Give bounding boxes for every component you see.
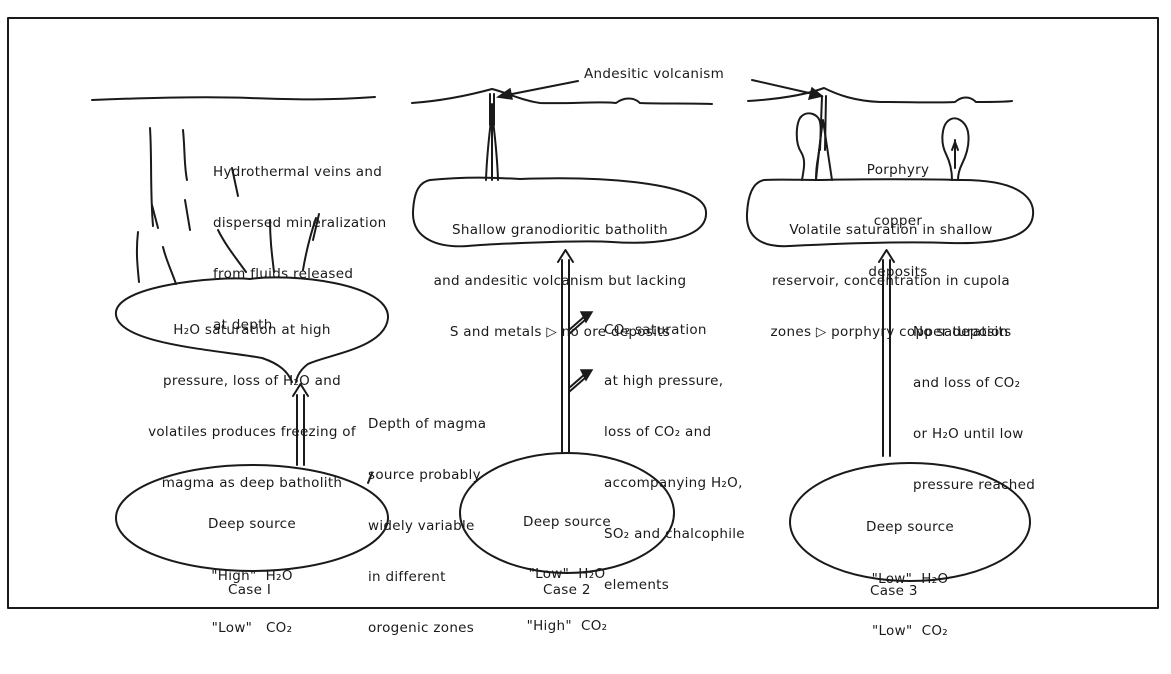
diagram-stage: Andesitic volcanism Hydrothermal veins a… xyxy=(7,17,1159,639)
case-1-source-text: Deep source "High" H₂O "Low" CO₂ xyxy=(208,516,296,636)
ground-surface-case-3 xyxy=(747,87,1013,104)
ground-surface-case-2 xyxy=(411,88,713,105)
case-2-reservoir-text: Shallow granodioritic batholith and ande… xyxy=(433,222,687,340)
deep-source-case-1 xyxy=(115,464,389,572)
volcanic-conduit-case-2 xyxy=(489,93,495,181)
volcanism-arrow-right xyxy=(751,79,819,96)
ascent-arrow-case-1 xyxy=(292,383,309,466)
cupola-right-interior xyxy=(951,139,959,169)
diagram-drawing xyxy=(7,17,1159,609)
shallow-batholith-reservoir xyxy=(411,176,708,248)
shallow-reservoir-case-3 xyxy=(745,178,1035,248)
figure-frame xyxy=(7,17,1159,609)
case-3-ascent-text: No saturation and loss of CO₂ or H₂O unt… xyxy=(913,324,1036,493)
case-1-veins-text: Hydrothermal veins and dispersed mineral… xyxy=(213,164,387,333)
conduit-neck-case-2 xyxy=(485,111,499,181)
case-3-reservoir-text: Volatile saturation in shallow reservoir… xyxy=(770,222,1012,340)
case-2-source-text: Deep source "Low" H₂O "High" CO₂ xyxy=(523,514,611,634)
volcanism-arrow-left xyxy=(501,80,579,97)
ground-surface-case-1 xyxy=(91,96,376,101)
case-1-depth-note: Depth of magma source probably widely va… xyxy=(368,416,487,636)
case-1-label: Case I xyxy=(228,582,272,598)
case-3-deposit-label: Porphyry copper deposits xyxy=(866,162,930,280)
case-3-source-text: Deep source "Low" H₂O "Low" CO₂ xyxy=(866,519,954,639)
case-1-reservoir-text: H₂O saturation at high pressure, loss of… xyxy=(148,322,356,491)
deep-batholith-reservoir xyxy=(114,276,390,383)
depth-note-tick xyxy=(367,472,373,484)
volcanism-arrow-right-head xyxy=(807,86,824,101)
case-2-label: Case 2 xyxy=(543,582,591,598)
case-2-ascent-text: CO₂ saturation at high pressure, loss of… xyxy=(604,322,745,593)
diagram-title: Andesitic volcanism xyxy=(584,66,725,82)
deep-source-case-2 xyxy=(459,452,675,574)
volcanism-arrow-left-head xyxy=(495,87,513,100)
deep-source-case-3 xyxy=(789,462,1031,582)
case-3-label: Case 3 xyxy=(870,583,918,599)
cupola-right xyxy=(941,117,970,181)
hydrothermal-veins xyxy=(135,127,320,285)
ascent-arrow-case-2 xyxy=(557,249,594,453)
ascent-arrow-case-3 xyxy=(878,249,895,457)
cupola-left xyxy=(795,112,822,181)
